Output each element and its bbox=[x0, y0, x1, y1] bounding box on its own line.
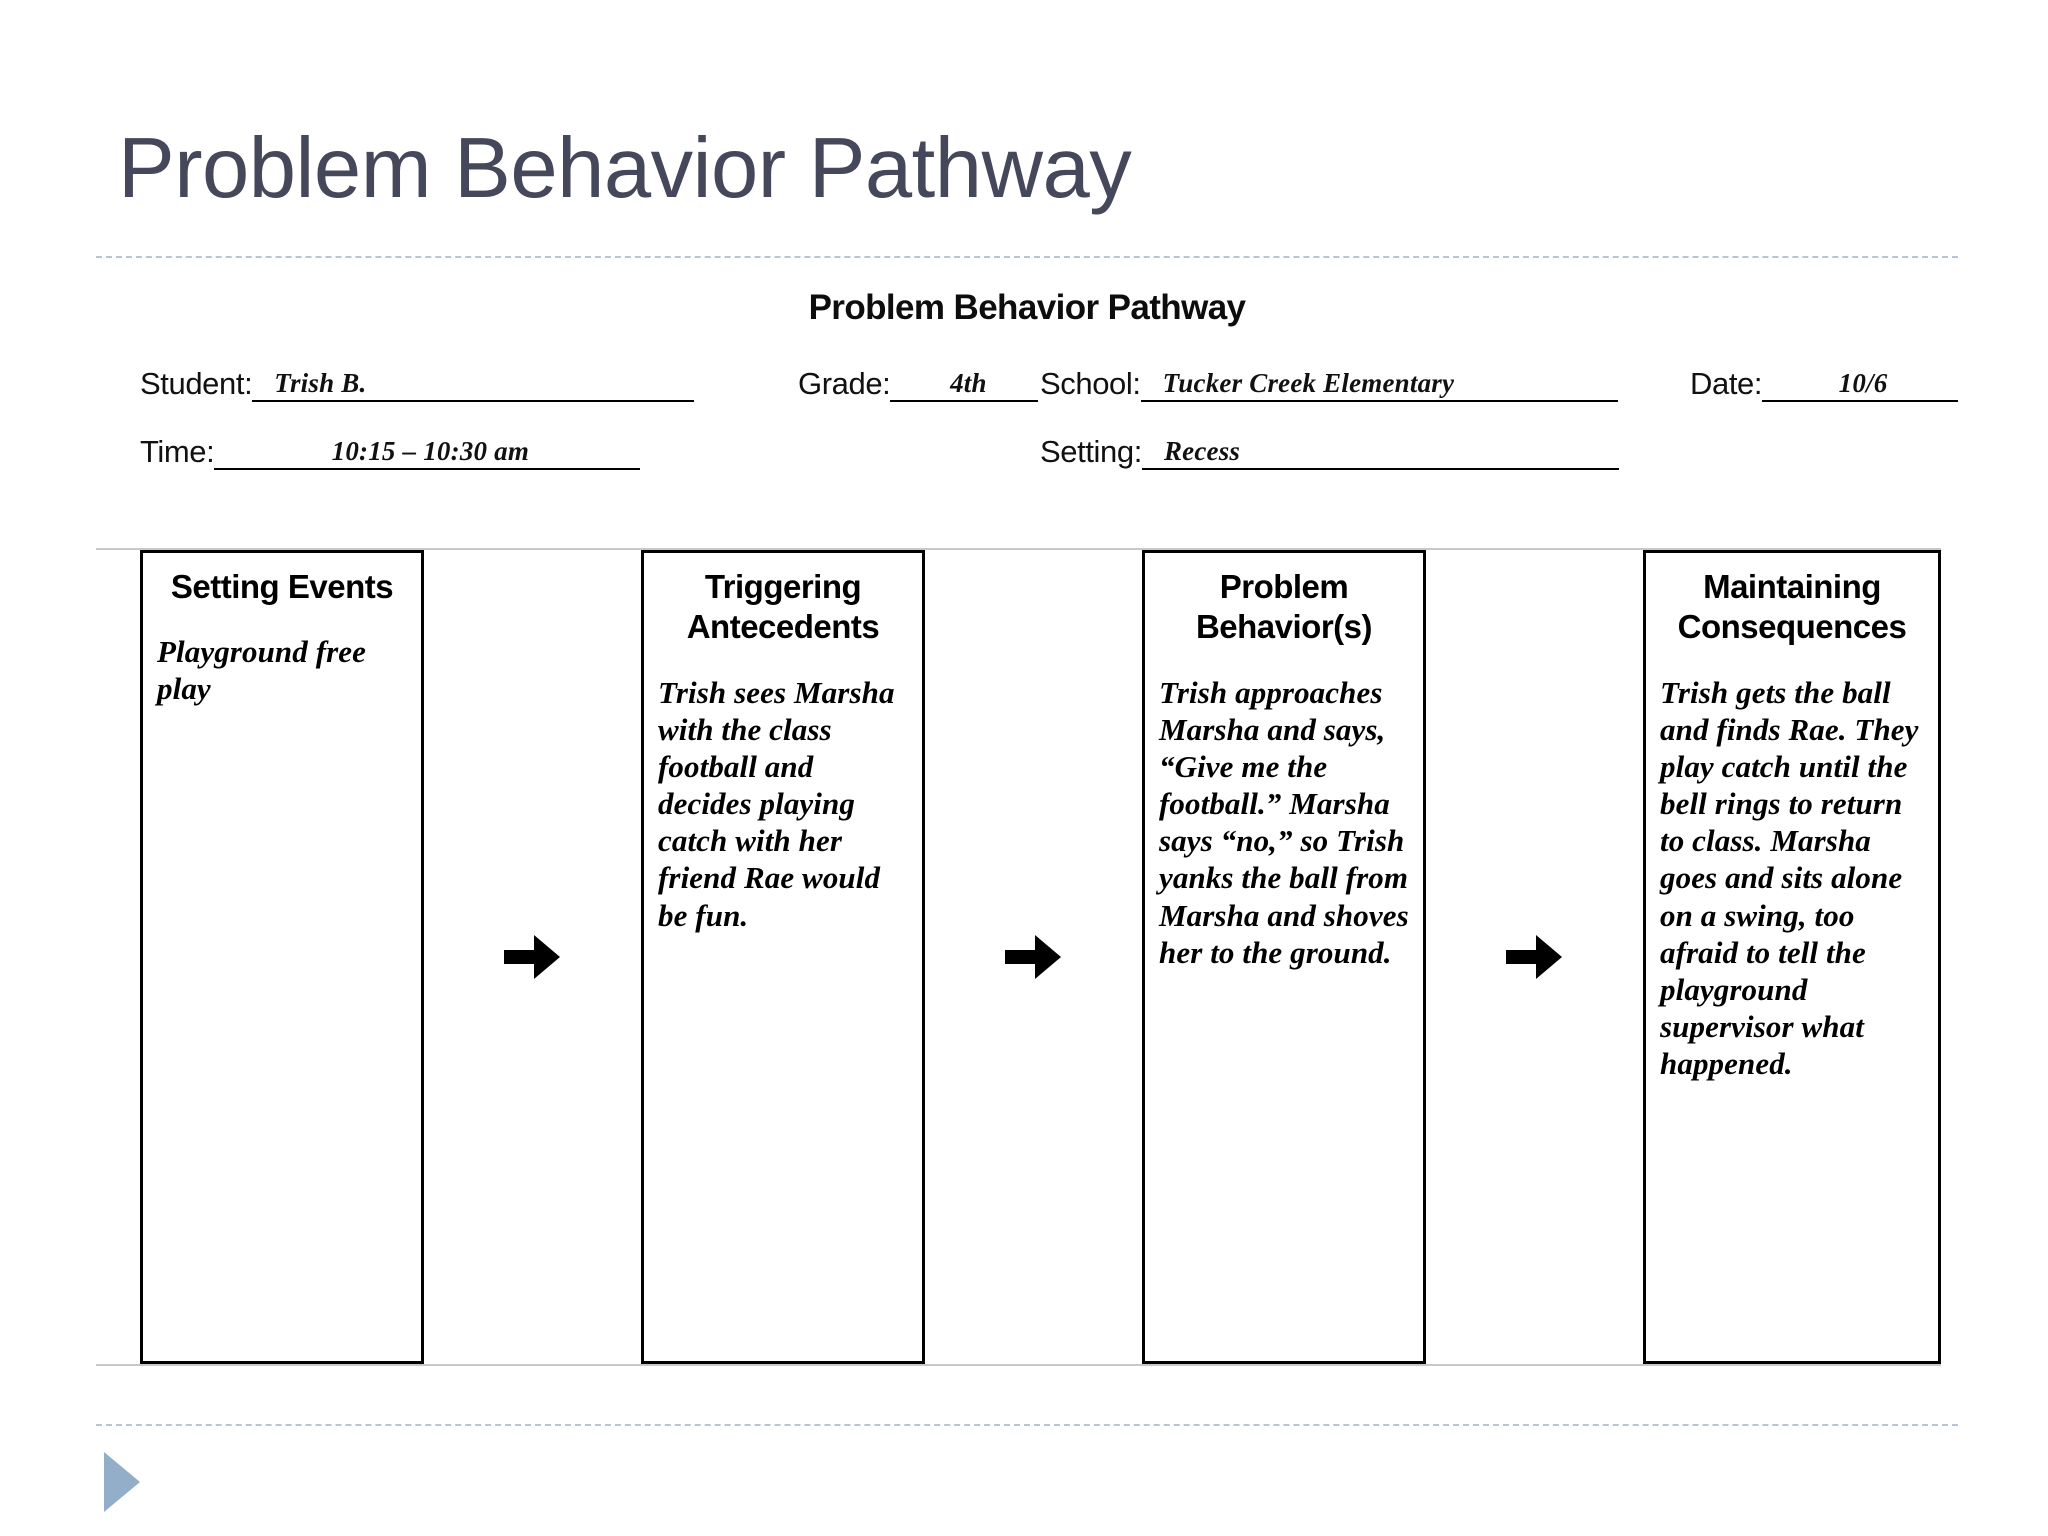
arrow-right-icon bbox=[1004, 935, 1063, 979]
divider-bottom bbox=[96, 1424, 1958, 1426]
school-value[interactable]: Tucker Creek Elementary bbox=[1140, 370, 1618, 402]
date-label: Date: bbox=[1690, 366, 1763, 401]
column-body: Trish sees Marsha with the class footbal… bbox=[658, 674, 895, 933]
pathway-table: Setting Events Playground free play Trig… bbox=[96, 548, 1941, 1366]
column-body: Trish approaches Marsha and says, “Give … bbox=[1159, 674, 1409, 970]
student-field[interactable]: Student: Trish B. bbox=[140, 358, 740, 402]
setting-value[interactable]: Recess bbox=[1141, 438, 1619, 470]
column-title: Problem Behavior(s) bbox=[1195, 568, 1373, 646]
form-field-row-2: Time: 10:15 – 10:30 am Setting: Recess bbox=[96, 426, 1958, 470]
arrow-cell-3 bbox=[1426, 550, 1643, 1364]
grade-label: Grade: bbox=[798, 366, 891, 401]
column-title: Setting Events bbox=[170, 568, 394, 605]
column-body: Trish gets the ball and finds Rae. They … bbox=[1660, 674, 1919, 1082]
pathway-row: Setting Events Playground free play Trig… bbox=[140, 550, 1941, 1364]
problem-behavior-pathway-form: Problem Behavior Pathway Student: Trish … bbox=[96, 280, 1958, 1390]
arrow-cell-2 bbox=[925, 550, 1142, 1364]
school-label: School: bbox=[1040, 366, 1141, 401]
arrow-right-icon bbox=[503, 935, 562, 979]
time-field[interactable]: Time: 10:15 – 10:30 am bbox=[140, 426, 740, 470]
pathway-column-maintaining-consequences: Maintaining Consequences Trish gets the … bbox=[1643, 550, 1941, 1364]
arrow-cell-1 bbox=[424, 550, 641, 1364]
time-label: Time: bbox=[140, 434, 215, 469]
divider-top bbox=[96, 256, 1958, 258]
date-value[interactable]: 10/6 bbox=[1762, 370, 1958, 402]
grade-value[interactable]: 4th bbox=[890, 370, 1039, 402]
date-field[interactable]: Date: 10/6 bbox=[1690, 358, 1958, 402]
pathway-column-triggering-antecedents: Triggering Antecedents Trish sees Marsha… bbox=[641, 550, 925, 1364]
play-triangle-icon[interactable] bbox=[104, 1452, 140, 1512]
student-value[interactable]: Trish B. bbox=[252, 370, 695, 402]
column-title: Maintaining Consequences bbox=[1677, 568, 1907, 646]
grade-field[interactable]: Grade: 4th bbox=[798, 358, 1078, 402]
student-label: Student: bbox=[140, 366, 253, 401]
page-title: Problem Behavior Pathway bbox=[118, 121, 1132, 216]
setting-field[interactable]: Setting: Recess bbox=[1040, 426, 1670, 470]
school-field[interactable]: School: Tucker Creek Elementary bbox=[1040, 358, 1670, 402]
arrow-right-icon bbox=[1505, 935, 1564, 979]
column-title: Triggering Antecedents bbox=[686, 568, 880, 646]
setting-label: Setting: bbox=[1040, 434, 1142, 469]
pathway-column-setting-events: Setting Events Playground free play bbox=[140, 550, 424, 1364]
pathway-column-problem-behaviors: Problem Behavior(s) Trish approaches Mar… bbox=[1142, 550, 1426, 1364]
time-value[interactable]: 10:15 – 10:30 am bbox=[214, 438, 641, 470]
form-heading: Problem Behavior Pathway bbox=[808, 288, 1246, 327]
form-field-row-1: Student: Trish B. Grade: 4th School: Tuc… bbox=[96, 358, 1958, 402]
column-body: Playground free play bbox=[157, 634, 367, 707]
